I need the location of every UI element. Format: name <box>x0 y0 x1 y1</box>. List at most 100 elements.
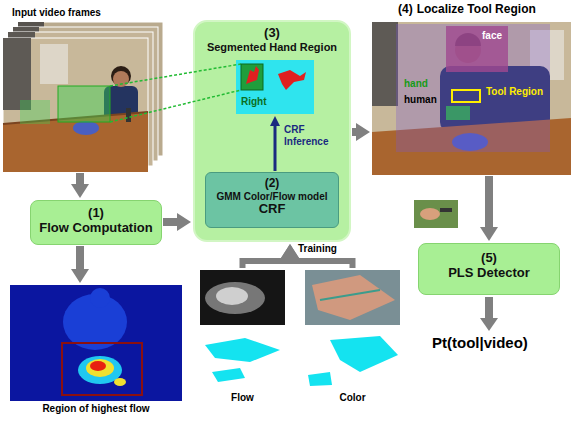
output-probability: Pt(tool|video) <box>432 334 528 351</box>
flow-heatmap <box>10 285 182 401</box>
image-panel: Input video frames <box>3 38 148 172</box>
image-panel: (4)Localize Tool Region <box>372 22 571 175</box>
flow-heatmap <box>63 294 127 350</box>
flow-training-image <box>200 270 285 388</box>
region-label: face <box>482 30 502 42</box>
leader-line <box>110 64 241 86</box>
flow-training-image <box>216 287 248 305</box>
color-training-image <box>305 270 400 325</box>
video-frames <box>104 86 138 126</box>
localization-image <box>396 24 550 152</box>
localization-image <box>440 66 550 132</box>
video-frames <box>73 121 99 135</box>
localization-image <box>452 90 480 102</box>
hand-label: Right <box>241 96 267 108</box>
video-frames <box>13 27 158 161</box>
flow-training-image <box>205 282 265 314</box>
step-number: (4) <box>398 3 413 17</box>
localization-image <box>530 30 564 80</box>
box-title: Segmented Hand Region <box>207 41 337 54</box>
flow-arrow <box>76 246 84 269</box>
tool-thumbnail <box>440 208 452 212</box>
color-training-image <box>305 330 400 388</box>
process-box: (5)PLS Detector <box>418 243 560 295</box>
flow-heatmap <box>78 356 122 384</box>
flow-training-image <box>205 338 280 362</box>
segmentation-panel: Right <box>236 60 314 114</box>
flow-arrow <box>274 126 277 171</box>
hand-segment-icon <box>241 64 306 90</box>
video-frames <box>18 22 163 156</box>
video-frames <box>3 38 31 110</box>
stage-box: (3)Segmented Hand RegionRight (2)GMM Colo… <box>193 20 351 242</box>
localization-image <box>455 37 481 63</box>
video-frames <box>20 100 50 124</box>
step-number: (1) <box>88 206 104 221</box>
color-training-image <box>305 270 400 388</box>
edge-label: Training <box>298 243 337 255</box>
video-frames <box>8 32 35 98</box>
step-number: (3) <box>264 26 280 41</box>
step-number: (5) <box>481 251 497 266</box>
leader-line <box>110 64 241 122</box>
process-box: (1)Flow Computation <box>30 200 162 245</box>
color-training-image <box>312 275 395 320</box>
flow-arrow <box>485 176 493 227</box>
box-title: PLS Detector <box>448 266 530 281</box>
tool-thumbnail <box>414 200 458 228</box>
color-training-image <box>308 372 332 386</box>
hand-segment-icon <box>278 70 306 90</box>
step-number: (2) <box>265 177 280 191</box>
flow-training-image <box>212 368 245 382</box>
flow-heatmap <box>86 359 114 377</box>
image-panel: Region of highest flow <box>10 285 182 401</box>
tool-thumbnail <box>414 200 458 228</box>
image-panel: Flow <box>200 270 285 388</box>
flow-arrow <box>76 173 84 184</box>
flow-training-image <box>200 270 285 325</box>
leader-line <box>110 90 241 122</box>
region-label: Tool Region <box>486 86 543 98</box>
box-title: CRF <box>259 202 286 217</box>
flow-heatmap <box>62 343 142 395</box>
edge-label: CRF Inference <box>284 124 338 147</box>
output-arrow <box>485 297 493 318</box>
localization-image <box>372 22 571 175</box>
flow-heatmap <box>10 285 182 401</box>
video-frames <box>3 22 163 172</box>
localization-image <box>372 22 398 106</box>
connectors <box>80 126 489 269</box>
flow-arrow <box>290 258 353 268</box>
localization-image <box>372 118 571 175</box>
image-panel: Color <box>305 270 400 388</box>
video-frames <box>58 86 110 122</box>
panel-caption: Color <box>339 392 365 404</box>
video-frames <box>3 38 148 172</box>
flow-heatmap <box>90 361 106 371</box>
model-box: (2)GMM Color/Flow modelCRF <box>205 172 339 228</box>
hand-segment-icon <box>246 66 259 84</box>
hand-segment-icon <box>241 64 263 90</box>
panel-heading: Input video frames <box>12 7 101 19</box>
region-label: human <box>404 94 437 106</box>
panel-caption: Region of highest flow <box>42 403 149 415</box>
localization-image <box>455 33 481 46</box>
video-frames <box>3 112 148 124</box>
localization-image <box>446 106 470 120</box>
video-frames <box>18 22 44 82</box>
flow-arrow <box>163 218 177 226</box>
output-arrow <box>480 297 498 331</box>
localization-image <box>372 22 571 175</box>
color-training-image <box>330 336 398 372</box>
panel-caption: Flow <box>231 392 254 404</box>
panel-heading: Localize Tool Region <box>417 3 536 17</box>
color-training-image <box>320 290 380 300</box>
flow-training-image <box>200 330 285 388</box>
video-frames <box>3 112 148 172</box>
output-arrow <box>480 318 498 331</box>
flow-arrow <box>352 128 356 136</box>
